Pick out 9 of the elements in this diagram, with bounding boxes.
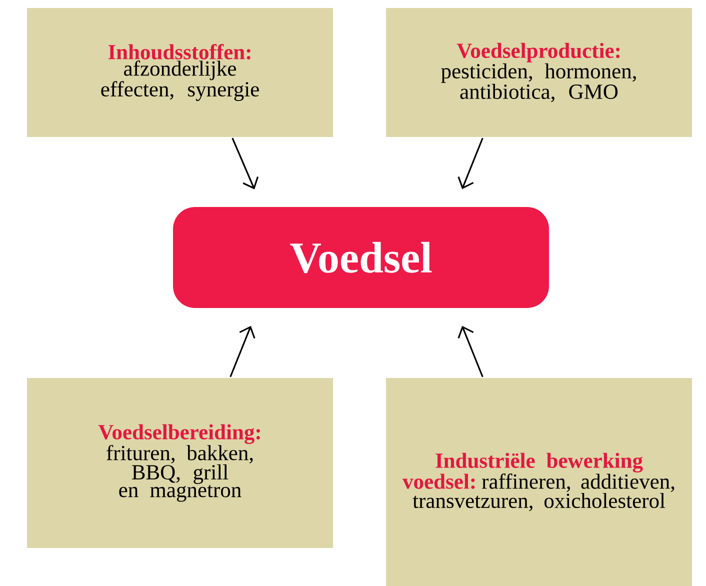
arrow (458, 326, 484, 378)
info-box: Inhoudsstoffen: afzonderlijke effecten, synergie (27, 8, 333, 137)
main-box: Voedsel (173, 207, 549, 308)
info-box: Industriële bewerking voedsel: raffineren, additieven, transvetzuren, oxicholesterol (386, 378, 692, 586)
arrow (230, 326, 256, 378)
arrow (458, 138, 484, 190)
arrow (232, 138, 259, 190)
info-box: Voedselproductie: pesticiden, hormonen, antibiotica, GMO (386, 8, 692, 137)
info-box: Voedselbereiding: frituren, bakken, BBQ, grill en magnetron (27, 378, 333, 548)
